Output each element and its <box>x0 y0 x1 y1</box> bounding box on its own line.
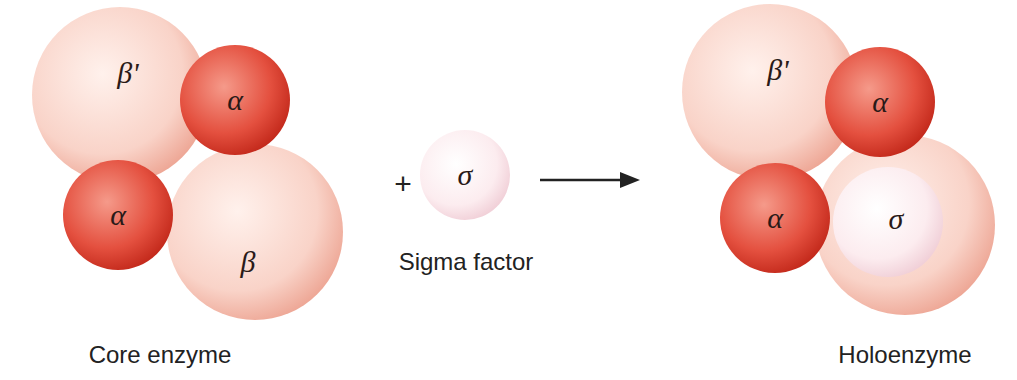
reaction-arrowhead <box>620 172 640 188</box>
subunit-label: σ <box>458 160 473 190</box>
alpha-circle: α <box>63 160 173 270</box>
circle-fill <box>167 144 343 320</box>
subunit-label: α <box>872 87 888 117</box>
beta-circle: β <box>167 144 343 320</box>
subunit-label: α <box>110 200 126 230</box>
beta-subunit-circle <box>815 135 995 315</box>
circle-fill <box>833 167 943 277</box>
subunit-label: α <box>767 203 783 233</box>
subunit-label: β' <box>117 58 138 88</box>
circle-fill <box>825 47 935 157</box>
circle-fill <box>420 130 510 220</box>
circle-fill <box>720 163 830 273</box>
caption-label: Sigma factor <box>399 249 534 275</box>
subunit-label: α <box>227 85 243 115</box>
circle-outline <box>682 4 858 180</box>
beta-prime-circle: β' <box>32 7 208 183</box>
plus-sign: + <box>394 167 412 200</box>
beta-prime-circle: β' <box>682 4 858 180</box>
subunit-label: β <box>241 247 256 277</box>
circle-fill <box>63 160 173 270</box>
caption-label: Holoenzyme <box>838 342 971 368</box>
alpha-circle: α <box>180 45 290 155</box>
subunit-label: σ <box>889 204 904 234</box>
subunit-label: β' <box>767 55 788 85</box>
caption-label: Core enzyme <box>89 342 232 368</box>
circle-outline <box>167 144 343 320</box>
sigma-circle: σ <box>833 167 943 277</box>
circle-outline <box>833 167 943 277</box>
alpha-circle: α <box>825 47 935 157</box>
circle-fill <box>180 45 290 155</box>
alpha-circle: α <box>720 163 830 273</box>
sigma-circle: σ <box>420 130 510 220</box>
reaction-arrow <box>540 179 622 182</box>
circle-outline <box>32 7 208 183</box>
